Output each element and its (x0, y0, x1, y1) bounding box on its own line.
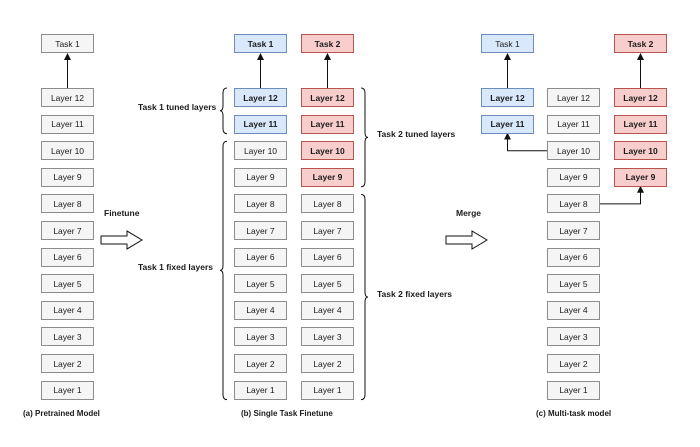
layer-11-box: Layer 11 (547, 114, 600, 134)
layer-12-box: Layer 12 (614, 88, 667, 107)
layer-7-box: Layer 7 (301, 221, 354, 240)
layer-6-box: Layer 6 (301, 247, 354, 267)
layer-9-box: Layer 9 (301, 167, 354, 187)
layer-8-box: Layer 8 (41, 194, 94, 214)
connector-shared-layer10-to-task1-head (504, 132, 547, 152)
layer-7-box: Layer 7 (547, 221, 600, 240)
layer-2-box: Layer 2 (547, 354, 600, 373)
task1-output-box: Task 1 (481, 34, 534, 53)
layer-12-box: Layer 12 (481, 88, 534, 107)
layer-12-box: Layer 12 (547, 88, 600, 107)
layer-12-box: Layer 12 (41, 88, 94, 107)
layer-5-box: Layer 5 (301, 274, 354, 294)
layer-5-box: Layer 5 (547, 274, 600, 294)
layer-5-box: Layer 5 (234, 274, 287, 294)
task2-tuned-layers-label: Task 2 tuned layers (377, 129, 456, 139)
layer-9-box: Layer 9 (41, 167, 94, 187)
task1-tuned-layers-brace (219, 87, 228, 135)
task2-tuned-layers-brace (360, 87, 369, 188)
layer-11-box: Layer 11 (234, 114, 287, 134)
task1-tuned-layers-label: Task 1 tuned layers (138, 102, 217, 112)
layer-2-box: Layer 2 (41, 354, 94, 373)
caption-pretrained-model: (a) Pretrained Model (23, 409, 100, 418)
layer-2-box: Layer 2 (234, 354, 287, 373)
layer-8-box: Layer 8 (234, 194, 287, 214)
layer-6-box: Layer 6 (547, 247, 600, 267)
task2-fixed-layers-label: Task 2 fixed layers (377, 289, 452, 299)
merge-block-arrow (445, 230, 488, 250)
layer-9-box: Layer 9 (234, 167, 287, 187)
caption-multi-task-model: (c) Multi-task model (536, 409, 612, 418)
layer-8-box: Layer 8 (301, 194, 354, 214)
task1-fixed-layers-brace (219, 140, 228, 401)
layer-4-box: Layer 4 (301, 300, 354, 320)
connector-shared-layer8-to-task2-head (600, 185, 644, 205)
layer-12-box: Layer 12 (301, 88, 354, 107)
caption-single-task-finetune: (b) Single Task Finetune (241, 409, 333, 418)
layer-3-box: Layer 3 (234, 327, 287, 347)
layer-3-box: Layer 3 (301, 327, 354, 347)
layer-10-box: Layer 10 (234, 141, 287, 161)
layer-10-box: Layer 10 (614, 141, 667, 161)
layer-2-box: Layer 2 (301, 354, 354, 373)
layer-11-box: Layer 11 (481, 114, 534, 134)
layer-4-box: Layer 4 (41, 300, 94, 320)
task2-output-box: Task 2 (301, 34, 354, 53)
layer-7-box: Layer 7 (41, 221, 94, 240)
layer-10-box: Layer 10 (301, 141, 354, 161)
layer-9-box: Layer 9 (614, 167, 667, 187)
merge-label: Merge (456, 208, 482, 218)
layer-6-box: Layer 6 (41, 247, 94, 267)
task1-fixed-layers-label: Task 1 fixed layers (138, 262, 213, 272)
layer-11-box: Layer 11 (614, 114, 667, 134)
layer-11-box: Layer 11 (301, 114, 354, 134)
task1-output-box: Task 1 (234, 34, 287, 53)
layer-8-box: Layer 8 (547, 194, 600, 214)
layer-11-box: Layer 11 (41, 114, 94, 134)
layer-4-box: Layer 4 (234, 300, 287, 320)
layer-10-box: Layer 10 (41, 141, 94, 161)
layer-6-box: Layer 6 (234, 247, 287, 267)
layer-10-box: Layer 10 (547, 141, 600, 161)
layer-7-box: Layer 7 (234, 221, 287, 240)
layer-1-box: Layer 1 (547, 380, 600, 400)
finetune-label: Finetune (104, 208, 140, 218)
task2-fixed-layers-brace (360, 193, 369, 401)
layer-1-box: Layer 1 (41, 380, 94, 400)
layer-1-box: Layer 1 (234, 380, 287, 400)
layer-12-box: Layer 12 (234, 88, 287, 107)
layer-1-box: Layer 1 (301, 380, 354, 400)
layer-3-box: Layer 3 (547, 327, 600, 347)
layer-3-box: Layer 3 (41, 327, 94, 347)
layer-5-box: Layer 5 (41, 274, 94, 294)
layer-9-box: Layer 9 (547, 167, 600, 187)
finetune-block-arrow (100, 230, 143, 250)
layer-4-box: Layer 4 (547, 300, 600, 320)
task2-output-box: Task 2 (614, 34, 667, 53)
task1-output-box: Task 1 (41, 34, 94, 53)
